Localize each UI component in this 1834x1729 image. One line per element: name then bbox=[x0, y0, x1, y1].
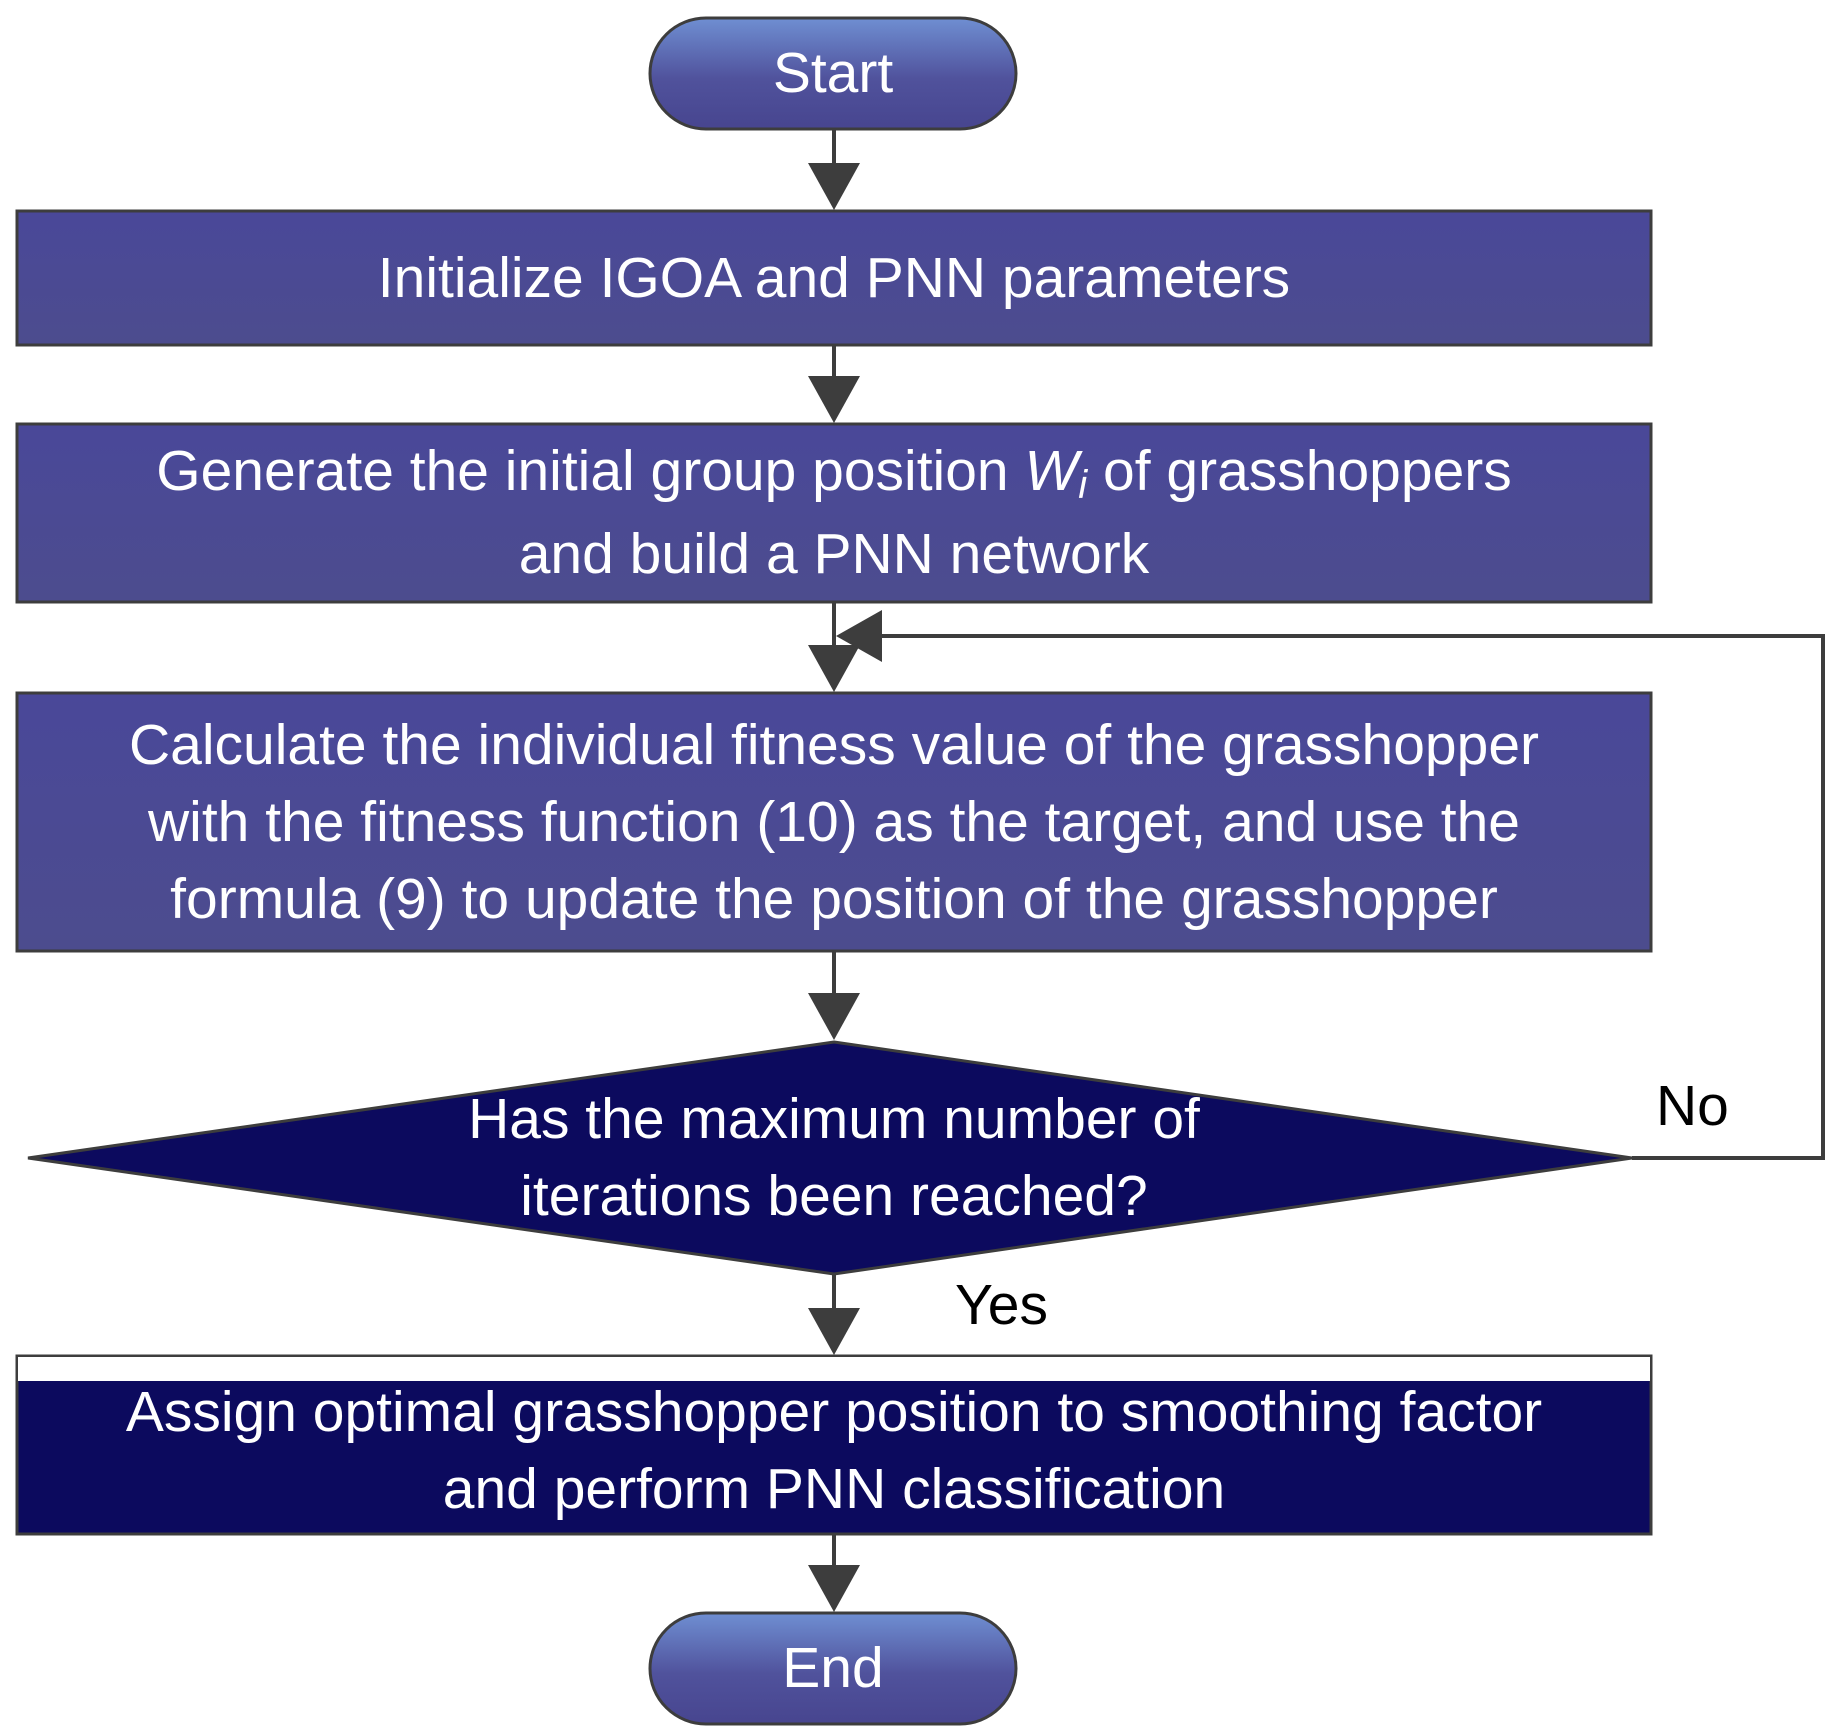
process-initialize bbox=[15, 209, 1653, 347]
decision-label: Has the maximum number of iterations bee… bbox=[300, 1080, 1368, 1236]
calculate-line-2: with the fitness function (10) as the ta… bbox=[148, 789, 1520, 854]
generate-variable-subscript: i bbox=[1078, 463, 1088, 507]
calculate-label: Calculate the individual fitness value o… bbox=[17, 693, 1651, 951]
edge-label-yes: Yes bbox=[955, 1273, 1048, 1337]
start-label: Start bbox=[650, 18, 1016, 129]
process-assign bbox=[15, 1354, 1653, 1536]
end-text: End bbox=[782, 1636, 884, 1700]
initialize-text: Initialize IGOA and PNN parameters bbox=[377, 245, 1291, 310]
edge-label-no: No bbox=[1656, 1074, 1729, 1138]
connectors bbox=[832, 128, 1825, 1582]
arrowhead-to-end bbox=[808, 1565, 860, 1612]
generate-line-1: Generate the initial group position Wi o… bbox=[156, 433, 1512, 516]
end-terminal bbox=[648, 1611, 1018, 1726]
generate-variable: W bbox=[1024, 439, 1079, 503]
decision-diamond bbox=[27, 1040, 1633, 1276]
assign-label: Assign optimal grasshopper position to s… bbox=[17, 1368, 1651, 1534]
generate-line-1-after: of grasshoppers bbox=[1087, 439, 1512, 503]
arrowhead-to-assign bbox=[808, 1308, 860, 1355]
calculate-line-3: formula (9) to update the position of th… bbox=[170, 866, 1498, 931]
arrowhead-to-decision bbox=[808, 993, 860, 1040]
arrowhead-loop-back bbox=[836, 610, 882, 662]
process-generate bbox=[15, 422, 1653, 604]
arrowhead-to-generate bbox=[808, 376, 860, 423]
initialize-label: Initialize IGOA and PNN parameters bbox=[17, 211, 1651, 345]
arrowheads bbox=[808, 163, 882, 1612]
arrowhead-to-calculate bbox=[808, 645, 860, 692]
decision-line-1: Has the maximum number of bbox=[468, 1087, 1200, 1151]
calculate-line-1: Calculate the individual fitness value o… bbox=[128, 712, 1540, 777]
generate-line-1-before: Generate the initial group position bbox=[156, 439, 1025, 503]
process-assign-top-band bbox=[18, 1357, 1650, 1381]
assign-line-2: and perform PNN classification bbox=[442, 1457, 1226, 1521]
arrowhead-to-init bbox=[808, 163, 860, 210]
assign-line-1: Assign optimal grasshopper position to s… bbox=[125, 1380, 1543, 1444]
generate-label: Generate the initial group position Wi o… bbox=[17, 424, 1651, 602]
start-terminal bbox=[648, 16, 1018, 131]
end-label: End bbox=[650, 1613, 1016, 1724]
start-text: Start bbox=[772, 41, 894, 105]
generate-line-2: and build a PNN network bbox=[518, 522, 1150, 586]
decision-line-2: iterations been reached? bbox=[520, 1164, 1148, 1228]
process-calculate bbox=[15, 691, 1653, 953]
